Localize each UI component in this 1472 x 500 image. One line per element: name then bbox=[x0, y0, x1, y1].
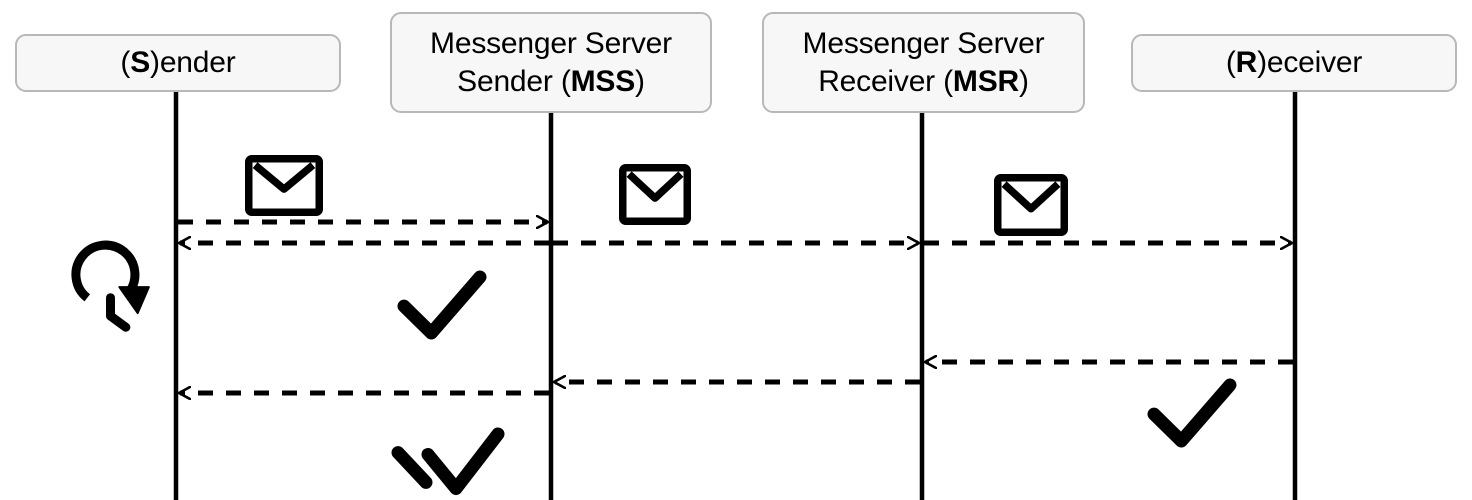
double-check-icon bbox=[391, 427, 505, 496]
retry-clock-icon bbox=[71, 240, 150, 332]
icons-group bbox=[71, 155, 1237, 496]
messages-group bbox=[178, 222, 1293, 393]
lane-header-label-receiver: (R)eceiver bbox=[1225, 46, 1363, 79]
single-check-icon bbox=[397, 270, 487, 340]
lane-header-label-sender: (S)ender bbox=[120, 46, 236, 79]
lane-header-receiver[interactable]: (R)eceiver bbox=[1131, 34, 1457, 92]
envelope-icon bbox=[619, 164, 691, 225]
envelope-icon bbox=[994, 174, 1068, 236]
lifelines-group bbox=[173, 92, 1298, 500]
lane-header-sender[interactable]: (S)ender bbox=[15, 34, 341, 92]
single-check-icon bbox=[1147, 378, 1237, 448]
envelope-icon bbox=[245, 155, 323, 216]
